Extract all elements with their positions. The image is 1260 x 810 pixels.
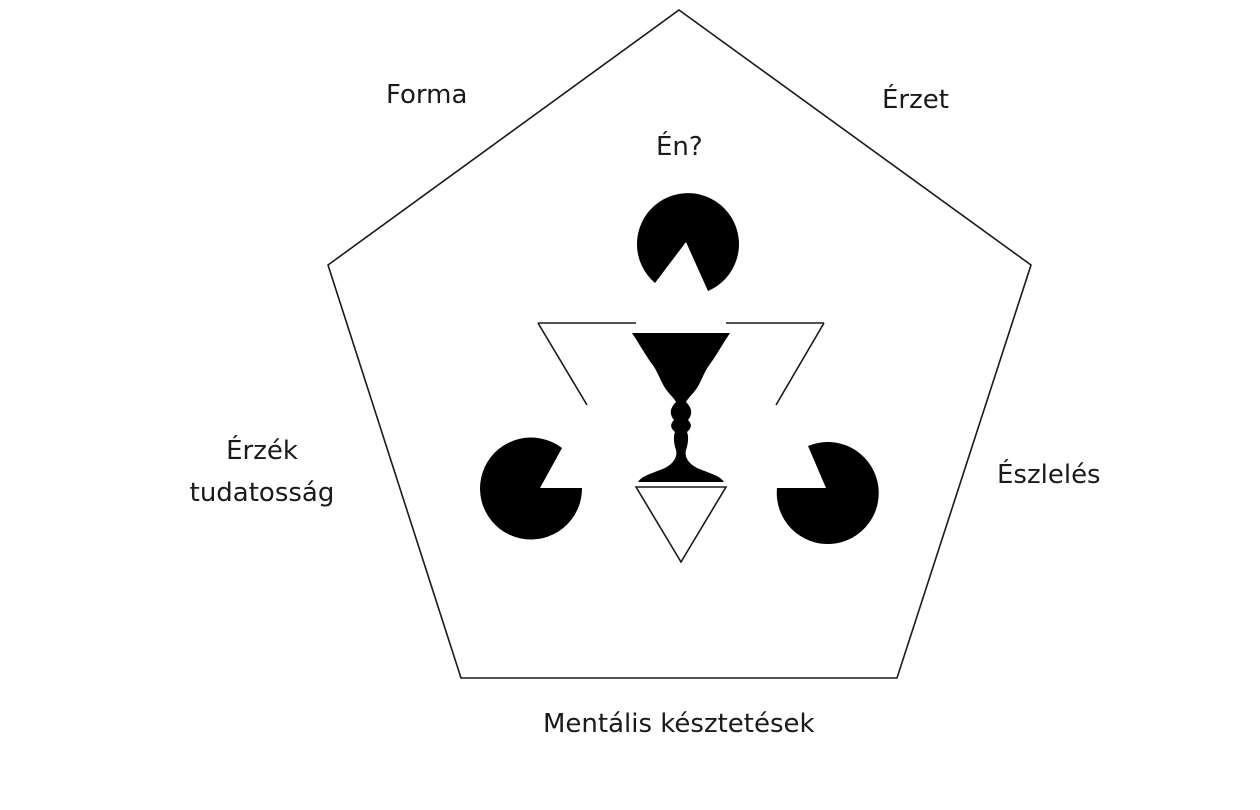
label-perception: Észlelés	[997, 460, 1101, 490]
kanizsa-triangle-outline	[537, 322, 825, 406]
left-pacman-shape	[480, 437, 583, 540]
label-sensation: Érzet	[882, 85, 949, 115]
pentagon-outline	[327, 9, 1032, 679]
lower-triangle-outline	[634, 486, 728, 564]
right-pacman-shape	[776, 442, 879, 545]
rubin-vase-shape	[632, 333, 730, 482]
label-mental-formations: Mentális késztetések	[543, 709, 815, 739]
label-consciousness-line1: Érzék	[226, 436, 298, 466]
label-self: Én?	[656, 132, 703, 162]
label-form: Forma	[386, 80, 468, 110]
label-consciousness-line2: tudatosság	[189, 478, 335, 508]
top-pacman-shape	[636, 193, 739, 291]
label-consciousness: Érzék tudatosság	[180, 430, 344, 514]
